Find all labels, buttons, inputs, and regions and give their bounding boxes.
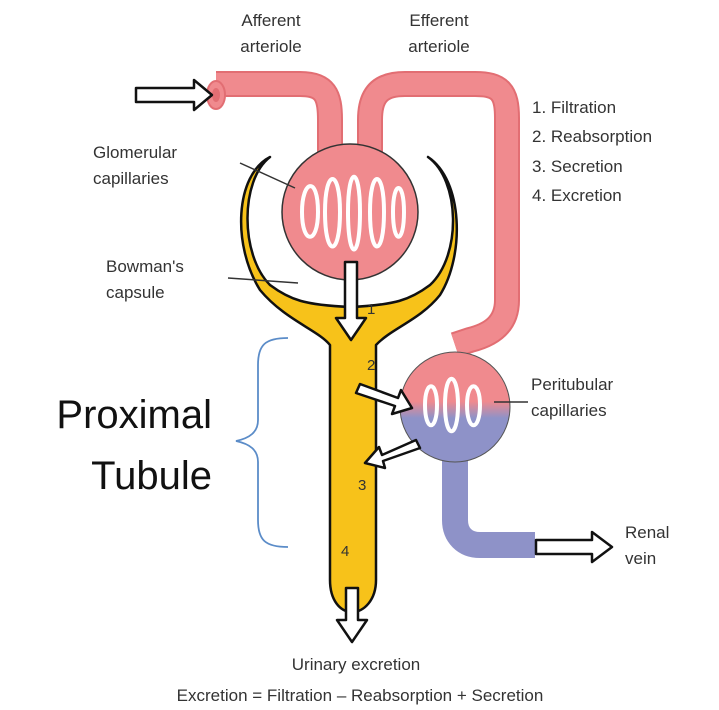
step-number-2: 2 [367,357,375,374]
afferent-label-1: Afferent [241,11,301,30]
glomerular-label-1: Glomerular [93,143,177,162]
step-number-3: 3 [358,477,366,494]
step-number-1: 1 [367,301,375,318]
step-number-4: 4 [341,543,349,560]
process-1: 1. Filtration [532,98,616,117]
inflow-arrow [136,80,212,110]
peritubular-label-2: capillaries [531,401,607,420]
process-4: 4. Excretion [532,186,622,205]
renal-label-1: Renal [625,523,669,542]
urinary-excretion-label: Urinary excretion [292,655,421,674]
process-3: 3. Secretion [532,157,623,176]
renal-vein-arrow [536,532,612,562]
peritubular-to-vein [455,455,535,545]
process-2: 2. Reabsorption [532,127,652,146]
bowman-label-2: capsule [106,283,165,302]
efferent-label-1: Efferent [409,11,469,30]
glomerular-label-2: capillaries [93,169,169,188]
afferent-label-2: arteriole [240,37,301,56]
peritubular-label-1: Peritubular [531,375,614,394]
proximal-label: Proximal [56,393,212,437]
proximal-tubule-bracket [236,338,288,547]
renal-label-2: vein [625,549,656,568]
tubule-label: Tubule [91,454,212,498]
excretion-equation: Excretion = Filtration – Reabsorption + … [177,686,544,705]
bowman-label-1: Bowman's [106,257,184,276]
efferent-label-2: arteriole [408,37,469,56]
